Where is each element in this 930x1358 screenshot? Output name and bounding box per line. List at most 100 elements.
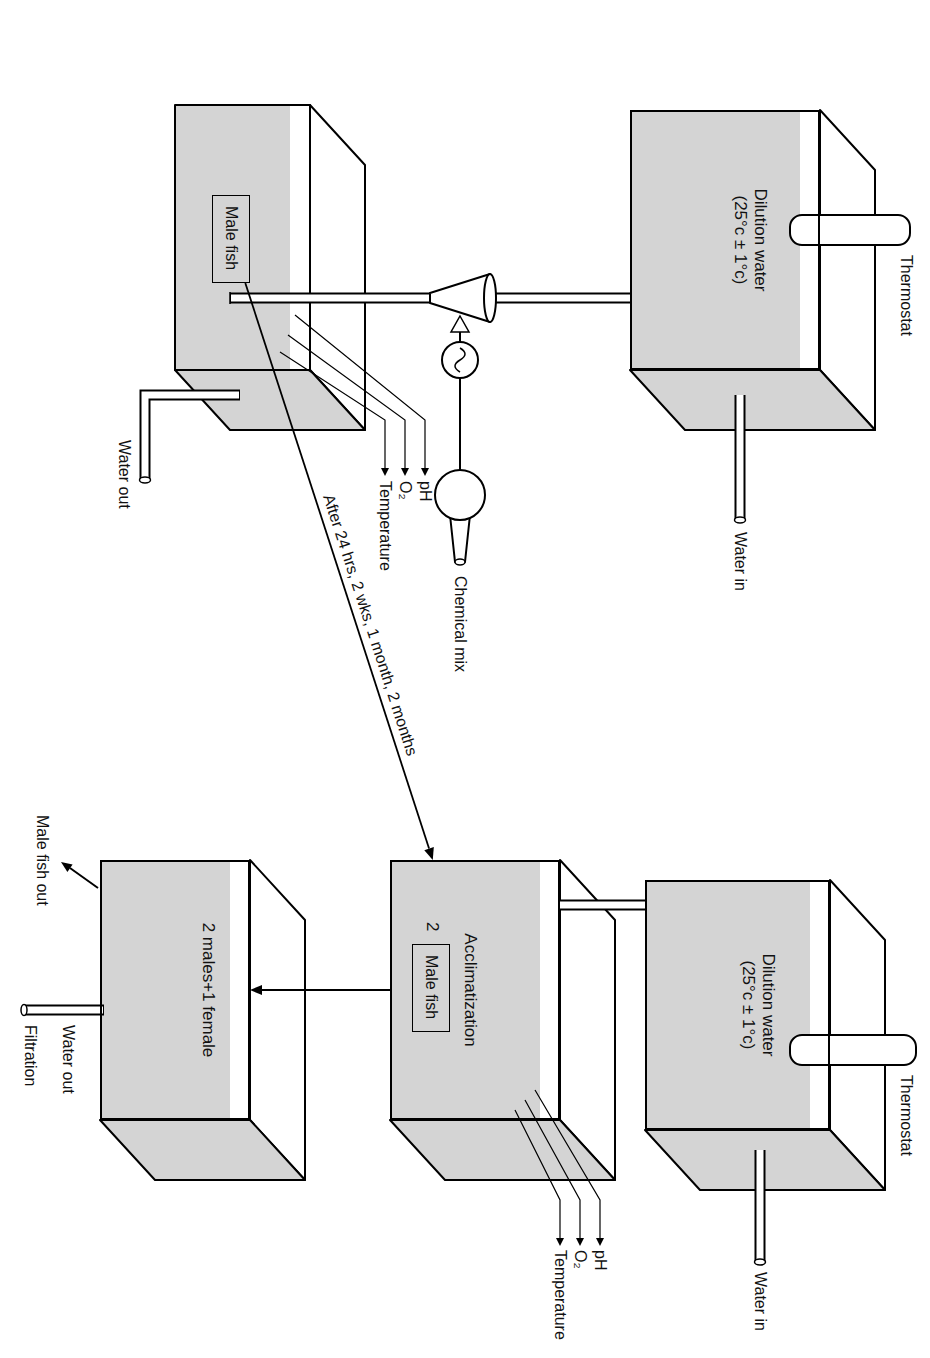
annotation-label: O₂ bbox=[571, 1250, 589, 1269]
tank-node: Dilution water (25°c ± 1°c) bbox=[630, 110, 820, 370]
sensor-line bbox=[525, 1100, 580, 1240]
chemical-flask bbox=[435, 470, 485, 565]
pump-symbol bbox=[442, 342, 478, 378]
pipe-end bbox=[229, 292, 231, 304]
sensor-arrowhead bbox=[556, 1238, 564, 1246]
tank-water bbox=[100, 860, 230, 1120]
sensor-arrowhead bbox=[576, 1238, 584, 1246]
annotation-label: Filtration bbox=[21, 1025, 39, 1086]
pipe-bore bbox=[737, 395, 744, 520]
sensor-line bbox=[288, 335, 405, 470]
water-out-pipe bbox=[21, 1005, 104, 1016]
tank-front bbox=[645, 880, 830, 1130]
sensor-arrowhead bbox=[421, 468, 429, 476]
annotation-label: Temperature bbox=[376, 481, 394, 571]
annotation-label: Male fish out bbox=[33, 815, 51, 906]
pipe-opening bbox=[755, 1259, 766, 1265]
water-in-pipe bbox=[735, 395, 746, 523]
connector-line bbox=[245, 283, 429, 849]
sensor-line bbox=[535, 1090, 600, 1240]
annotation-label: O₂ bbox=[396, 481, 414, 500]
annotation-label: pH bbox=[591, 1250, 609, 1270]
node-text: Dilution water (25°c ± 1°c) bbox=[738, 938, 778, 1073]
node-text: 2 males+1 female bbox=[198, 923, 218, 1058]
node-text: Acclimatization bbox=[460, 933, 480, 1046]
tank-water bbox=[645, 880, 810, 1130]
fish-out-arrow bbox=[61, 862, 98, 888]
tank-side bbox=[390, 1120, 615, 1180]
thermostat-rod bbox=[790, 1035, 916, 1065]
annotation-label: Water in bbox=[731, 532, 749, 591]
sensor-line bbox=[280, 352, 385, 470]
flow-arrow bbox=[451, 316, 469, 332]
flask-mouth bbox=[455, 559, 465, 565]
pipe-bore bbox=[757, 1150, 764, 1262]
pipe-opening bbox=[735, 517, 746, 523]
flask-body bbox=[435, 470, 485, 520]
pipe-connector bbox=[560, 905, 645, 906]
pipe-bore bbox=[560, 902, 645, 909]
annotation-label: Water in bbox=[751, 1272, 769, 1331]
sensor-leads bbox=[280, 315, 429, 476]
sensor-line bbox=[515, 1110, 560, 1240]
tank-water bbox=[390, 860, 540, 1120]
pipe-wall bbox=[735, 395, 746, 520]
node-text: Dilution water (25°c ± 1°c) bbox=[730, 173, 770, 308]
tank-water bbox=[175, 105, 290, 370]
arrowhead bbox=[61, 862, 73, 872]
dosing-wire bbox=[459, 332, 461, 342]
node-text: Male fish bbox=[422, 955, 441, 1019]
mixing-funnel bbox=[430, 274, 496, 322]
tank-node: Dilution water (25°c ± 1°c) bbox=[645, 880, 830, 1130]
dilution-tank bbox=[630, 110, 910, 430]
tank-node: Acclimatization 2Male fish bbox=[390, 860, 560, 1120]
water-out-pipe bbox=[140, 395, 241, 483]
edge-label: After 24 hrs, 2 wks, 1 month, 2 months bbox=[318, 489, 423, 761]
annotation-label: Water out bbox=[59, 1025, 77, 1094]
annotation-label: Temperature bbox=[551, 1250, 569, 1340]
arrowhead bbox=[424, 847, 434, 860]
pipe-wall bbox=[755, 1150, 766, 1262]
pump-wave bbox=[455, 348, 465, 372]
pipe-opening bbox=[21, 1005, 27, 1016]
mating-tank bbox=[100, 860, 305, 1180]
annotation-label: Thermostat bbox=[897, 1075, 915, 1156]
annotation-label: Chemical mix bbox=[451, 576, 469, 672]
sensor-arrowhead bbox=[401, 468, 409, 476]
fish-box: Male fish bbox=[212, 195, 250, 283]
exposure-tank bbox=[175, 105, 365, 430]
annotation-label: Water out bbox=[115, 440, 133, 509]
pipe-wall bbox=[145, 395, 240, 480]
pipe-opening bbox=[140, 477, 151, 483]
arrow-connector bbox=[250, 985, 390, 995]
tank-side bbox=[630, 370, 875, 430]
tank-front-outline bbox=[175, 105, 310, 370]
dosing-line bbox=[442, 316, 478, 470]
node-text: Male fish bbox=[222, 206, 241, 270]
node-text: 2 bbox=[422, 922, 442, 931]
arrow-line bbox=[70, 868, 98, 888]
dilution-tank bbox=[645, 880, 916, 1190]
arrowhead bbox=[250, 985, 262, 995]
pipe-wall bbox=[25, 1005, 104, 1016]
pipe-bore bbox=[145, 395, 239, 480]
tank-front bbox=[390, 860, 560, 1120]
pipe-wall bbox=[560, 900, 645, 911]
sensor-arrowhead bbox=[381, 468, 389, 476]
thermostat-rod bbox=[790, 215, 910, 245]
tank-side bbox=[100, 1120, 305, 1180]
dosing-wire bbox=[459, 378, 461, 470]
tank-node: 2 males+1 female bbox=[100, 860, 250, 1120]
arrow-connector bbox=[245, 283, 434, 860]
pipe-bore bbox=[25, 1007, 103, 1014]
tank-water bbox=[630, 110, 800, 370]
flask-neck bbox=[450, 515, 470, 562]
sensor-arrowhead bbox=[596, 1238, 604, 1246]
funnel-rim bbox=[484, 274, 496, 322]
connector-line bbox=[262, 989, 390, 991]
tank-front bbox=[100, 860, 250, 1120]
water-in-pipe bbox=[755, 1150, 766, 1265]
